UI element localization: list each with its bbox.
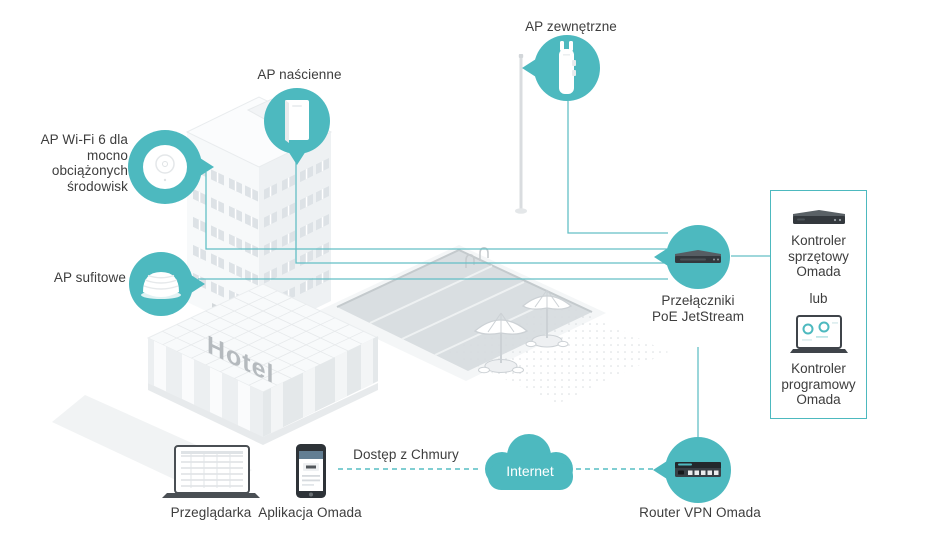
callout-pointer [191, 275, 205, 293]
vpn-router-icon [675, 462, 721, 477]
or-label: lub [809, 290, 828, 306]
controller-options-box: Kontroler sprzętowy Omada lub Kontroler … [770, 190, 867, 419]
connector-lines [198, 101, 770, 437]
callout-pointer [653, 461, 667, 479]
callout-pointer [522, 59, 536, 77]
umbrella [473, 312, 529, 374]
wall-ap-icon [285, 100, 309, 143]
callout-pointer [200, 158, 214, 176]
switch-label: Przełączniki PoE JetStream [651, 293, 745, 324]
hardware-controller-icon [792, 210, 845, 224]
app-label: Aplikacja Omada [258, 505, 362, 520]
switch-callout [654, 225, 730, 289]
hotel-podium: Hotel [146, 283, 380, 445]
pole [515, 54, 527, 214]
wire-outdoor-ap-to-switch [567, 101, 668, 234]
ap-wall-callout [264, 88, 330, 165]
callout-pointer [288, 151, 306, 165]
ceiling-ap-side-icon [141, 272, 181, 299]
umbrella [521, 289, 573, 348]
software-controller-icon [789, 315, 848, 353]
ap-ceiling-callout [129, 252, 205, 316]
browser-laptop [162, 445, 260, 498]
ap-outdoor-callout [522, 35, 600, 101]
router-callout [653, 437, 731, 503]
cloud-access-label: Dostęp z Chmury [353, 447, 459, 462]
ap-wifi6-label: AP Wi-Fi 6 dla mocno obciążonych środowi… [40, 132, 128, 194]
software-controller-label: Kontroler programowy Omada [781, 361, 856, 407]
ap-wifi6-callout [128, 130, 214, 204]
callout-pointer [654, 248, 668, 266]
ap-outdoor-label: AP zewnętrzne [525, 19, 617, 34]
ceiling-ap-top-icon [143, 145, 187, 189]
browser-label: Przeglądarka [170, 505, 252, 520]
wire-wifi6-ap-to-switch [205, 172, 668, 250]
ap-ceiling-label: AP sufitowe [53, 270, 126, 285]
internet-cloud [485, 434, 573, 490]
outdoor-ap-icon [559, 41, 576, 94]
omada-app-phone [296, 444, 326, 498]
poe-switch-icon [675, 250, 721, 263]
router-label: Router VPN Omada [639, 505, 761, 520]
ap-wall-label: AP naścienne [257, 67, 342, 82]
wire-wall-ap-to-switch [295, 160, 668, 264]
hardware-controller-label: Kontroler sprzętowy Omada [788, 233, 849, 279]
internet-label: Internet [506, 463, 554, 479]
